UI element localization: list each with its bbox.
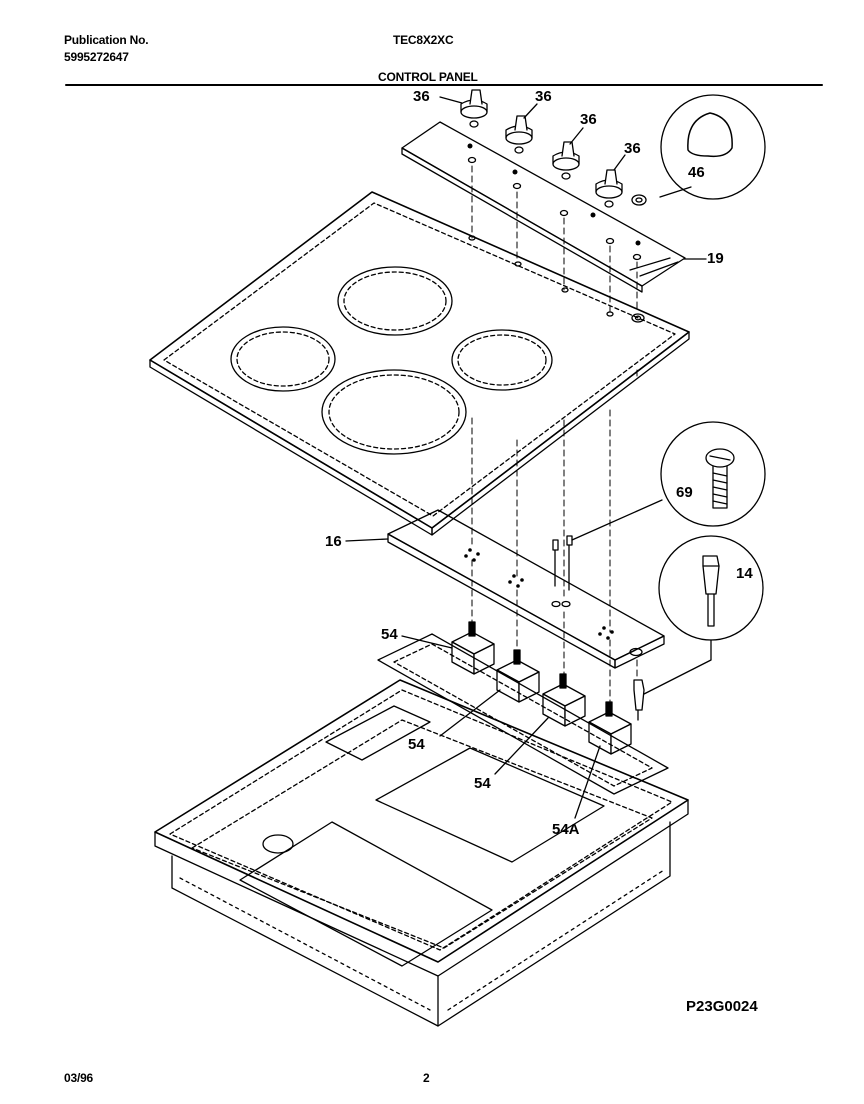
cooktop-holes <box>468 235 645 323</box>
knob-a <box>460 89 488 128</box>
knob-c <box>552 141 580 180</box>
knob-b <box>505 115 533 154</box>
publication-number: 5995272647 <box>64 50 129 64</box>
callout-switch-a: 54 <box>381 626 398 643</box>
callout-switch-d: 54A <box>552 821 580 838</box>
section-title: CONTROL PANEL <box>378 70 478 84</box>
drawing-number: P23G0024 <box>686 998 758 1015</box>
callout-screw: 69 <box>676 484 693 501</box>
burner-box <box>154 679 689 1027</box>
switch-plate <box>377 633 669 795</box>
callout-switch-b: 54 <box>408 736 425 753</box>
footer-date: 03/96 <box>64 1071 94 1085</box>
control-panel-trim <box>401 121 686 293</box>
cap-detail-circle <box>631 94 766 206</box>
switch-d <box>588 701 632 755</box>
publication-label: Publication No. <box>64 33 149 47</box>
model-number: TEC8X2XC <box>393 33 454 47</box>
knob-d <box>595 169 623 208</box>
callout-knob-b: 36 <box>535 88 552 105</box>
callout-cap: 46 <box>688 164 705 181</box>
callout-knob-d: 36 <box>624 140 641 157</box>
light-detail-circle <box>643 535 764 695</box>
callout-bracket: 16 <box>325 533 342 550</box>
small-screws <box>552 535 573 591</box>
assembly-lines <box>471 165 638 706</box>
switch-b <box>496 649 540 703</box>
callout-trim: 19 <box>707 250 724 267</box>
callout-knob-c: 36 <box>580 111 597 128</box>
callout-switch-c: 54 <box>474 775 491 792</box>
cooktop <box>149 191 690 536</box>
indicator-light <box>633 679 645 721</box>
page-number: 2 <box>423 1071 430 1085</box>
screw-detail-circle <box>571 421 766 541</box>
callout-light: 14 <box>736 565 753 582</box>
callout-knob-a: 36 <box>413 88 430 105</box>
